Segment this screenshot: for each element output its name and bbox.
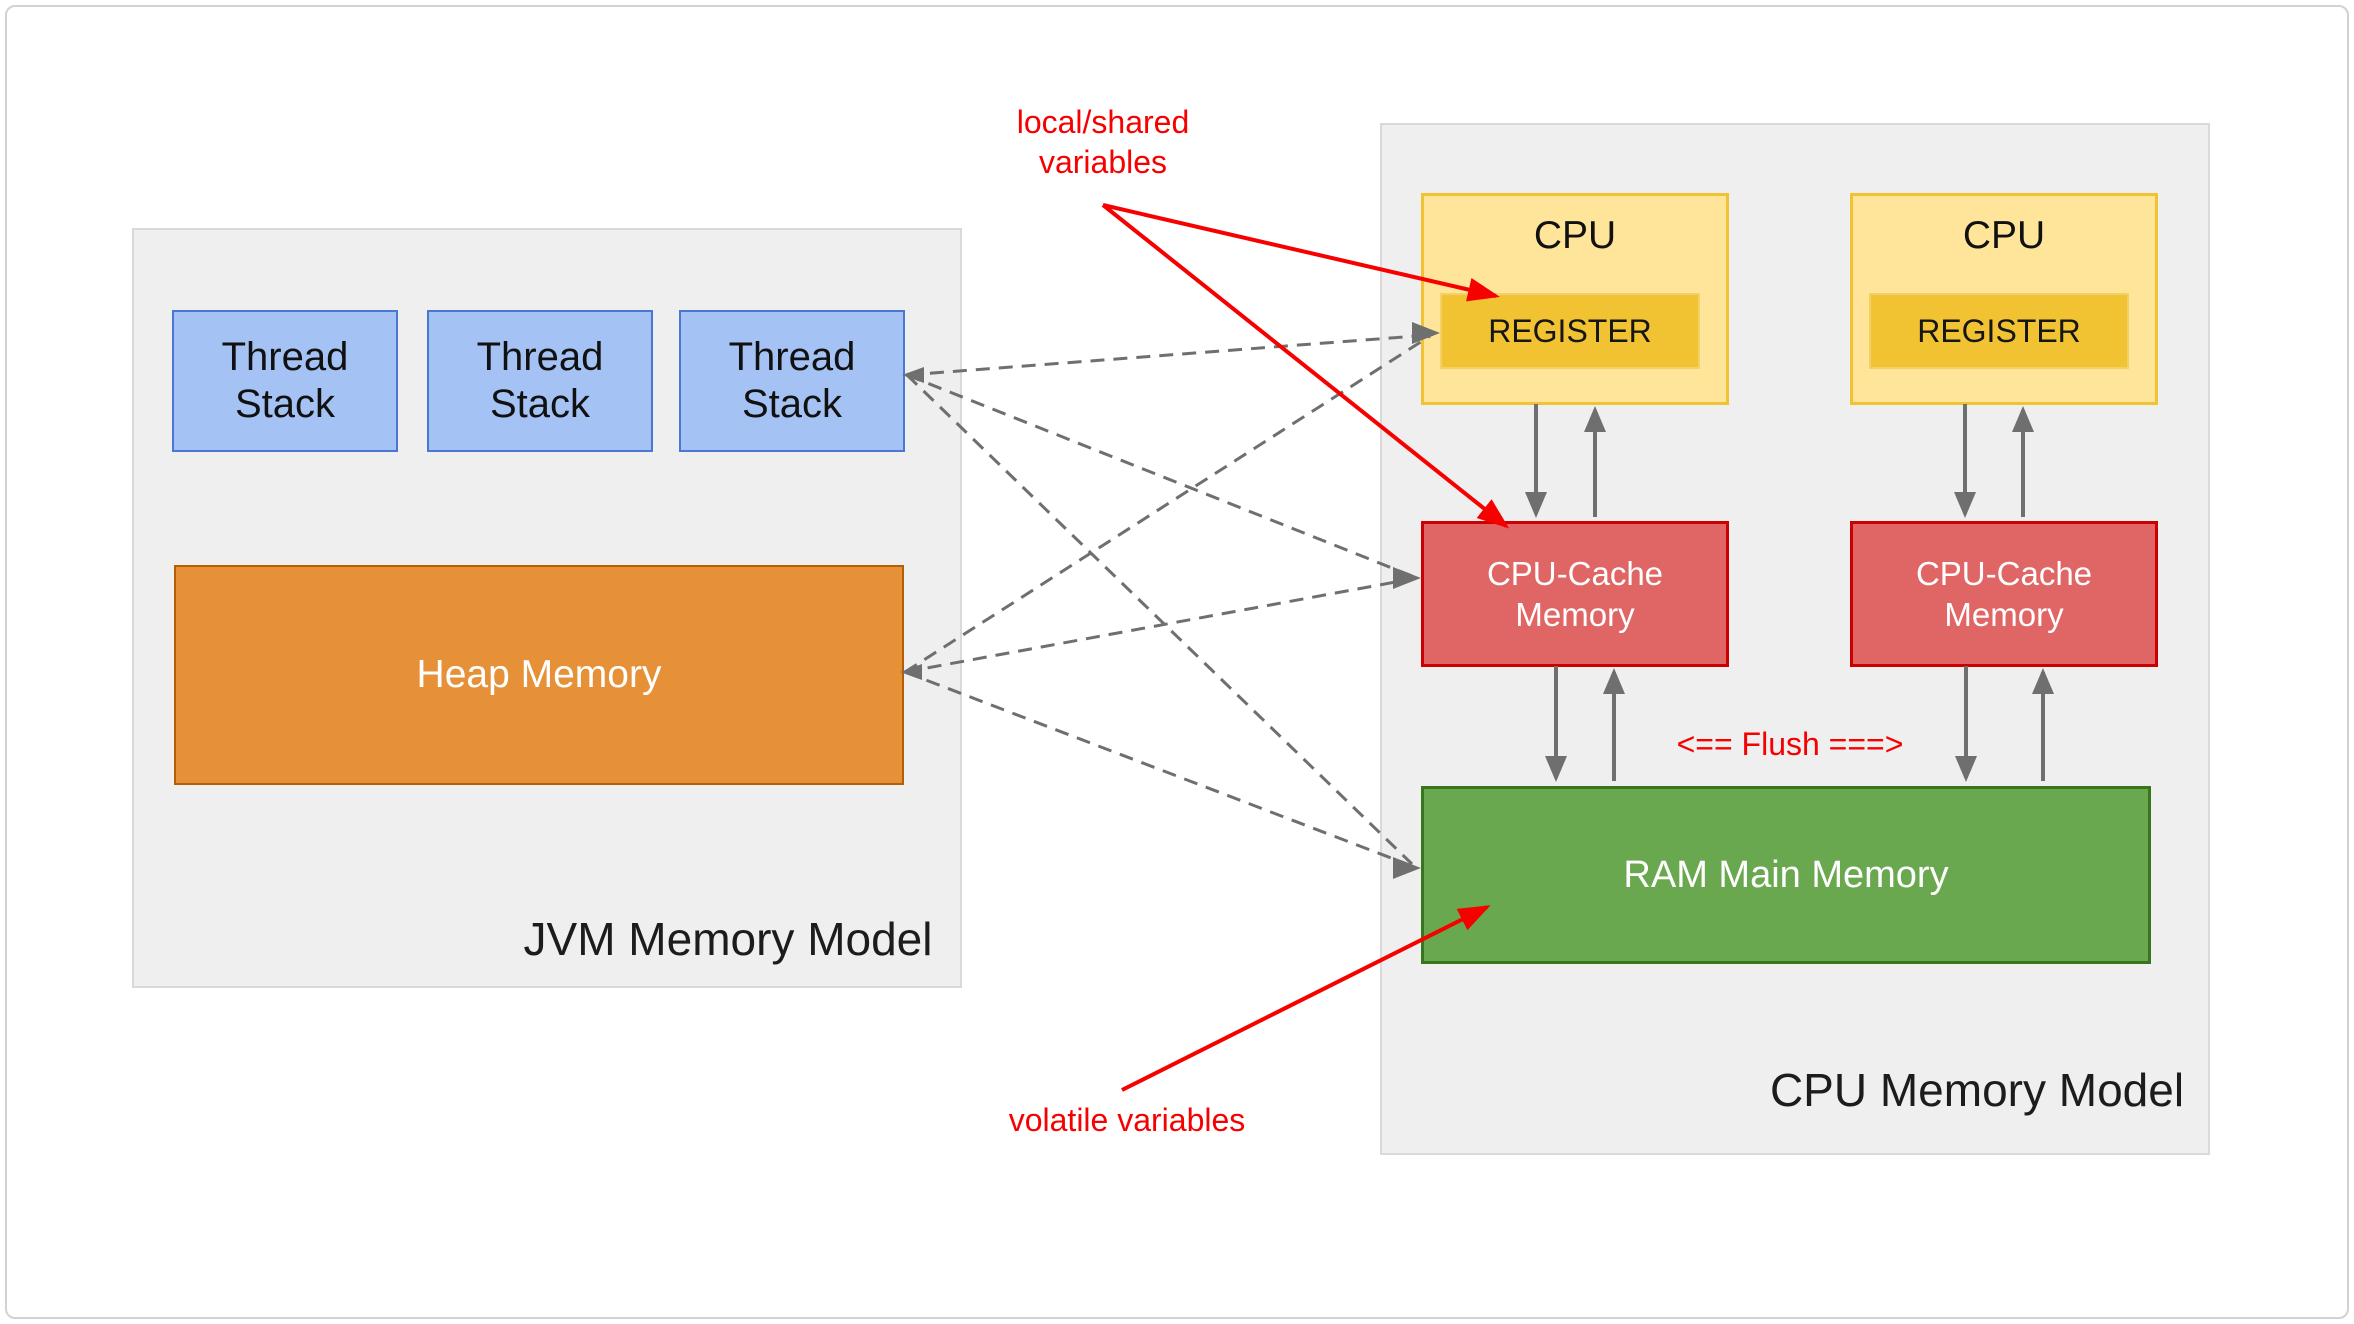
cpu-memory-model-panel: CPU REGISTER CPU REGISTER CPU-Cache Memo… — [1380, 123, 2210, 1155]
register-label-2: REGISTER — [1917, 312, 2081, 349]
cpu-label-2: CPU — [1962, 214, 2046, 257]
thread-stack-label-1: Thread Stack — [221, 335, 349, 426]
page-border-frame — [5, 5, 2349, 1319]
heap-memory-label: Heap Memory — [416, 653, 662, 696]
register-box-1: REGISTER — [1440, 293, 1700, 369]
label-volatile-variables: volatile variables — [1008, 1102, 1246, 1138]
register-box-2: REGISTER — [1869, 293, 2129, 369]
thread-stack-box-1: Thread Stack — [172, 310, 398, 452]
cpu-cache-label-2: CPU-Cache Memory — [1915, 555, 2093, 633]
ram-main-memory-box: RAM Main Memory — [1421, 786, 2151, 964]
jvm-panel-title: JVM Memory Model — [523, 913, 933, 965]
register-label-1: REGISTER — [1488, 312, 1652, 349]
cpu-cache-box-1: CPU-Cache Memory — [1421, 521, 1729, 667]
cpu-label-1: CPU — [1533, 214, 1617, 257]
ram-main-memory-label: RAM Main Memory — [1623, 853, 1949, 896]
heap-memory-box: Heap Memory — [174, 565, 904, 785]
thread-stack-box-3: Thread Stack — [679, 310, 905, 452]
thread-stack-label-3: Thread Stack — [728, 335, 856, 426]
label-flush: <== Flush ===> — [1676, 726, 1904, 762]
cpu-panel-title: CPU Memory Model — [1769, 1064, 2185, 1116]
thread-stack-label-2: Thread Stack — [476, 335, 604, 426]
cpu-box-1: CPU REGISTER — [1421, 193, 1729, 405]
jvm-memory-model-panel: Thread Stack Thread Stack Thread Stack H… — [132, 228, 962, 988]
cpu-box-2: CPU REGISTER — [1850, 193, 2158, 405]
thread-stack-box-2: Thread Stack — [427, 310, 653, 452]
label-local-shared-variables: local/shared variables — [1016, 104, 1190, 180]
cpu-cache-box-2: CPU-Cache Memory — [1850, 521, 2158, 667]
cpu-cache-label-1: CPU-Cache Memory — [1486, 555, 1664, 633]
